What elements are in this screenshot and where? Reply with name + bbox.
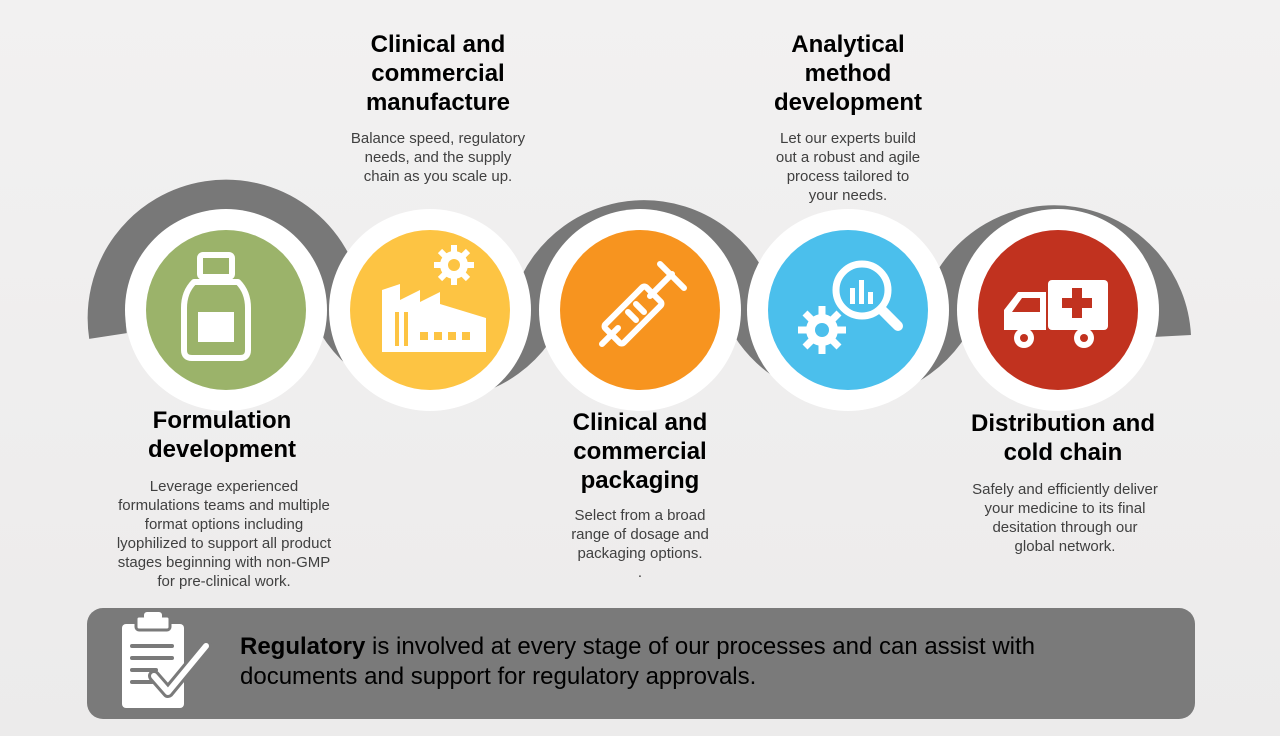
formulation-title: Formulation development [102,406,342,464]
manufacture-desc-line: chain as you scale up. [363,168,513,185]
regulatory-line-2: documents and support for regulatory app… [240,663,757,690]
regulatory-text: Regulatory is involved at every stage of… [240,632,1140,692]
analytical-description: Let our experts build out a robust and a… [728,129,968,205]
factory-gear-icon [382,245,486,352]
clipboard-check-icon [122,612,212,708]
distribution-description: Safely and efficiently deliver your medi… [938,480,1192,556]
syringe-icon [599,261,687,347]
distribution-desc-line: your medicine to its final [984,500,1146,517]
analytical-desc-line: process tailored to [786,168,910,185]
distribution-desc-line: global network. [1014,538,1116,555]
regulatory-rest: is involved at every stage of our proces… [365,633,1036,660]
manufacture-title-line: Clinical and [370,31,506,58]
analytical-title-line: Analytical [791,31,905,58]
manufacture-title: Clinical and commercial manufacture [318,30,558,117]
formulation-desc-line: Leverage experienced [149,478,299,495]
manufacture-title-line: manufacture [365,89,511,116]
analytical-desc-line: Let our experts build [780,130,916,147]
packaging-desc-line: . [637,564,643,581]
packaging-desc-line: Select from a broad [574,507,706,524]
manufacture-description: Balance speed, regulatory needs, and the… [318,129,558,186]
analytical-title-line: development [773,89,923,116]
packaging-desc-line: packaging options. [577,545,703,562]
distribution-title-line: cold chain [1003,439,1123,466]
analytical-title-line: method [804,60,892,87]
manufacture-title-line: commercial [371,60,505,87]
manufacture-desc-line: Balance speed, regulatory [350,130,526,147]
packaging-title-line: packaging [580,467,700,494]
formulation-desc-line: stages beginning with non-GMP [117,554,331,571]
formulation-title-line: development [147,436,297,463]
formulation-title-line: Formulation [152,407,292,434]
formulation-desc-line: formulations teams and multiple [118,497,330,514]
bottle-icon [181,252,251,361]
analytical-desc-line: out a robust and agile [775,149,921,166]
regulatory-bold: Regulatory [240,633,366,660]
formulation-desc-line: lyophilized to support all product [116,535,332,552]
distribution-desc-line: Safely and efficiently deliver [972,481,1158,498]
distribution-title-line: Distribution and [971,410,1155,437]
formulation-desc-line: format options including [144,516,304,533]
packaging-desc-line: range of dosage and [571,526,709,543]
formulation-desc-line: for pre-clinical work. [157,573,291,590]
distribution-desc-line: desitation through our [992,519,1138,536]
regulatory-line-1: Regulatory is involved at every stage of… [240,632,1140,662]
formulation-description: Leverage experienced formulations teams … [92,477,356,591]
packaging-title-line: commercial [573,438,707,465]
packaging-title-line: Clinical and [572,409,708,436]
ambulance-truck-icon [1004,280,1108,348]
packaging-title: Clinical and commercial packaging [520,408,760,495]
packaging-description: Select from a broad range of dosage and … [520,506,760,582]
analytical-title: Analytical method development [728,30,968,117]
analytical-desc-line: your needs. [808,187,888,204]
manufacture-desc-line: needs, and the supply [364,149,512,166]
magnifier-chart-gear-icon [798,260,903,354]
distribution-title: Distribution and cold chain [938,409,1188,467]
regulatory-banner [87,608,1195,719]
